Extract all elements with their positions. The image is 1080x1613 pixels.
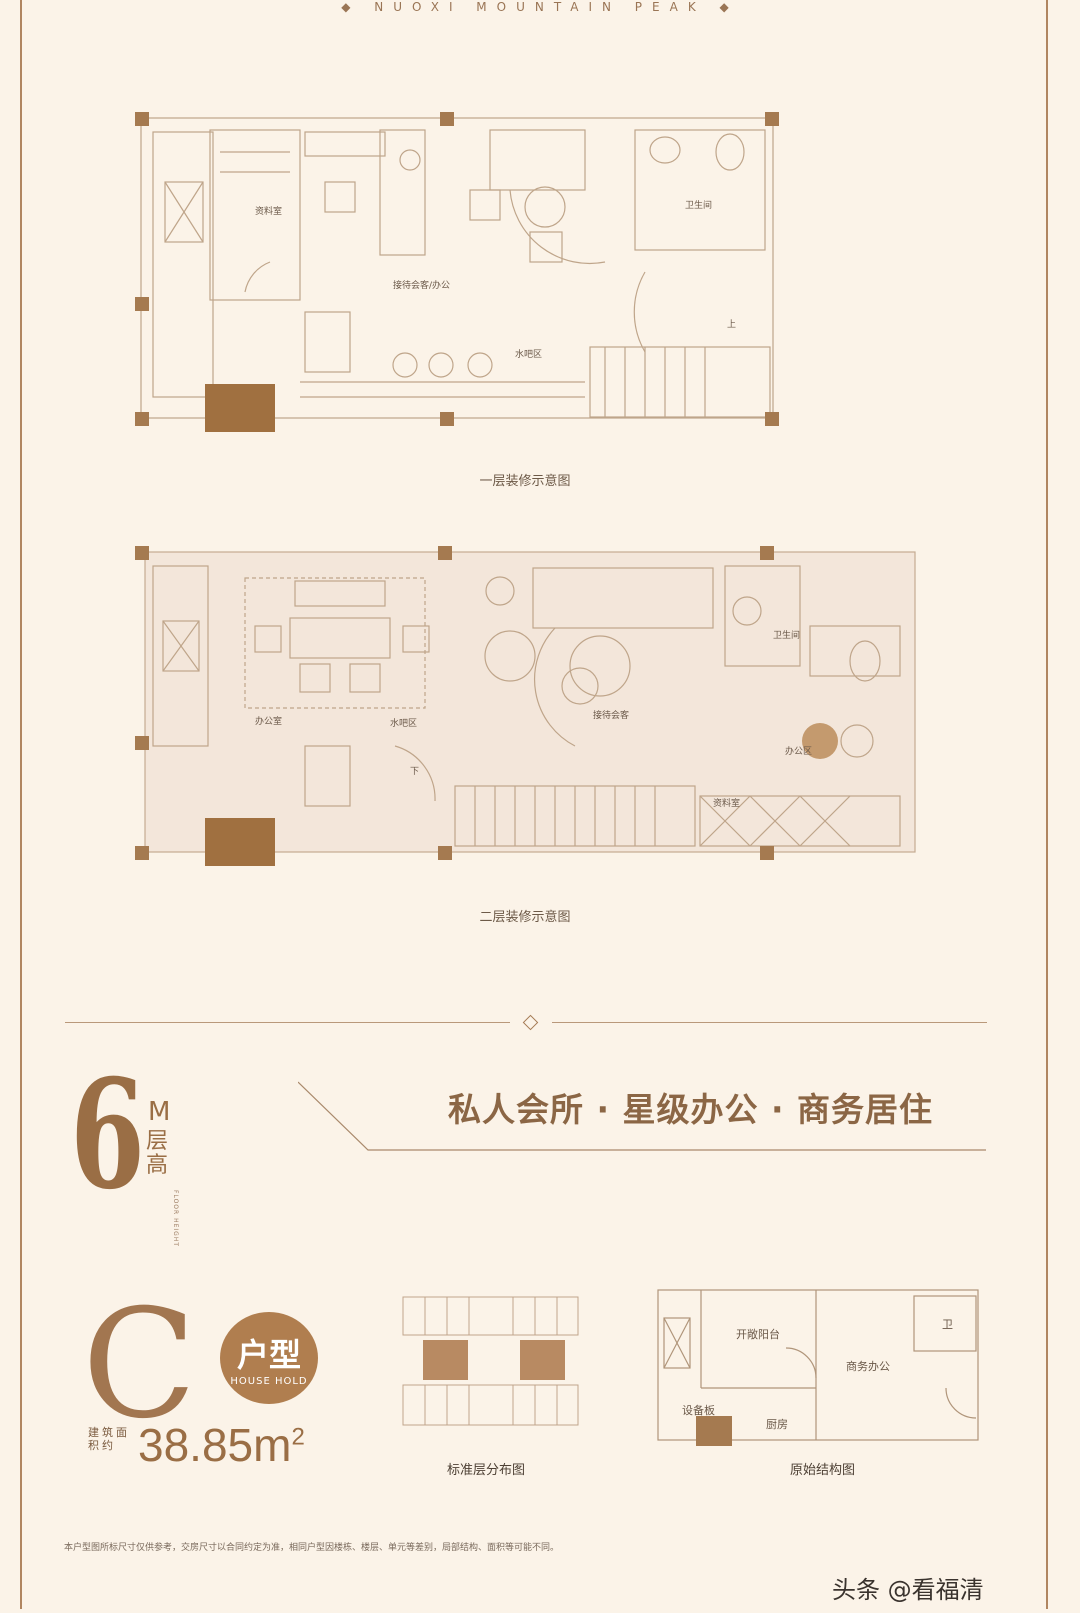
divider-right [552,1022,987,1023]
slogan: 私人会所 · 星级办公 · 商务居住 [448,1090,934,1129]
floor-height-number: 6 [70,1047,146,1223]
watermark: 头条 @看福清 [832,1576,984,1604]
area-value-number: 38.85m [138,1419,292,1471]
standard-floor-unit-right [520,1340,565,1380]
plan2-caption: 二层装修示意图 [479,910,571,925]
plan2-floor-area [144,551,916,853]
stair-label-down: 下 [410,767,419,777]
area-value: 38.85m2 [138,1418,305,1472]
floor-plan-level-1: 资料室 接待会客/办公 卫生间 水吧区 上 [135,112,779,432]
standard-floor-caption: 标准层分布图 [447,1463,526,1478]
original-column [696,1416,732,1446]
room-label-archive: 资料室 [255,205,282,217]
original-structure-caption: 原始结构图 [790,1463,856,1478]
stair-label-up: 上 [727,319,736,330]
structural-column-2 [205,818,275,866]
floor-height-unit: M [148,1097,171,1127]
orig-label-biz-office: 商务办公 [846,1359,890,1373]
divider-left [65,1022,510,1023]
slogan-rule [298,1081,986,1151]
structural-column [205,384,275,432]
room-label-bar-2: 水吧区 [390,717,417,729]
orig-label-kitchen: 厨房 [766,1418,788,1431]
office-rug [802,723,838,759]
area-label: 建筑面积约 [88,1426,130,1452]
brand-header: ◆ NUOXI MOUNTAIN PEAK ◆ [341,0,739,14]
brand-text: NUOXI MOUNTAIN PEAK [374,0,706,14]
room-label-office-area: 办公区 [785,745,812,757]
orig-label-equipment: 设备板 [682,1403,715,1417]
room-label-reception: 接待会客/办公 [393,279,450,291]
orig-label-balcony: 开敞阳台 [736,1327,780,1341]
floor-plan-level-2: 办公室 水吧区 下 接待会客 卫生间 办公区 资料室 [135,546,916,866]
orig-label-toilet: 卫 [942,1318,953,1331]
page-frame [20,0,1048,1609]
room-label-archive-2: 资料室 [713,797,740,809]
standard-floor-unit-left [423,1340,468,1380]
floor-height-label: 层高 [146,1129,169,1178]
original-structure-diagram: 开敞阳台 商务办公 设备板 厨房 卫 [657,1289,979,1446]
room-label-bathroom-2: 卫生间 [773,629,800,641]
plan1-caption: 一层装修示意图 [479,474,571,489]
room-label-reception-2: 接待会客 [593,709,629,721]
room-label-bathroom: 卫生间 [685,199,712,211]
room-label-office: 办公室 [255,715,282,727]
standard-floor-diagram [402,1296,579,1426]
unit-type-letter: C [82,1278,197,1452]
room-label-bar: 水吧区 [515,348,542,360]
unit-type-en: HOUSE HOLD [230,1376,308,1387]
unit-type-cn: 户型 [236,1336,301,1374]
disclaimer-footnote: 本户型图所标尺寸仅供参考，交房尺寸以合同约定为准，相同户型因楼栋、楼层、单元等差… [64,1543,560,1553]
area-value-superscript: 2 [291,1423,305,1451]
floor-height-en-vertical: FLOOR HEIGHT [172,1190,179,1247]
unit-type-badge: 户型 HOUSE HOLD [220,1312,318,1404]
